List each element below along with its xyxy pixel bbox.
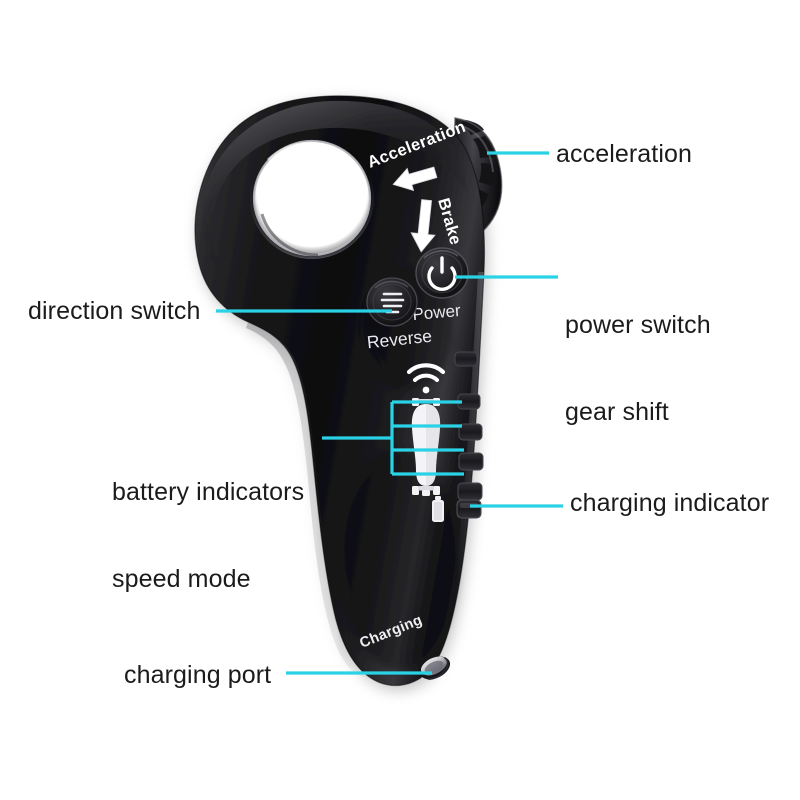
callout-label-speed-mode-line2: speed mode: [112, 565, 251, 593]
led-indicator: [458, 452, 484, 471]
wifi-signal-icon: [406, 363, 446, 394]
callout-bracket-battery: [322, 400, 464, 476]
remote-body: [194, 95, 486, 687]
arrow-down-icon: [410, 199, 436, 253]
power-label-text: Power: [412, 301, 462, 324]
led-indicator: [454, 351, 478, 367]
callout-label-battery-indicators: battery indicators speed mode: [112, 420, 304, 652]
charging-led: [456, 499, 482, 519]
callout-label-charging-indicator: charging indicator: [570, 489, 770, 517]
led-indicator: [457, 482, 483, 501]
reverse-button[interactable]: Reverse: [366, 277, 433, 352]
led-indicator: [458, 423, 483, 441]
callout-label-battery-line1: battery indicators: [112, 478, 305, 506]
callout-label-charging-port: charging port: [124, 661, 272, 689]
arrow-left-icon: [392, 166, 438, 192]
callout-label-power-switch-line1: power switch: [565, 311, 711, 339]
callout-label-direction-switch: direction switch: [28, 297, 201, 325]
power-button[interactable]: Power: [412, 247, 469, 324]
battery-icon: [432, 496, 444, 522]
power-icon: [427, 256, 457, 291]
callout-label-acceleration: acceleration: [556, 140, 693, 168]
finger-hole: [250, 137, 374, 259]
callout-label-power-switch: power switch gear shift: [565, 253, 711, 485]
callout-label-gear-shift-line2: gear shift: [565, 398, 669, 426]
callout-lines: [216, 151, 563, 675]
